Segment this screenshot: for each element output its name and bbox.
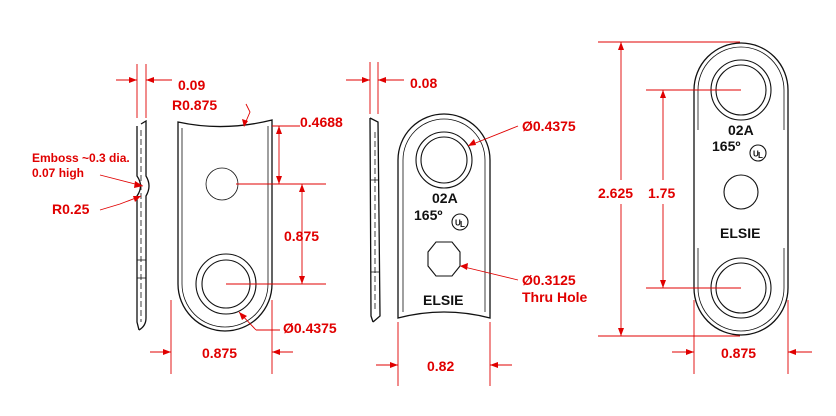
hole-diameter-left-label: Ø0.4375 <box>283 320 337 336</box>
dimension-hole-spacing-left: 0.875 <box>226 184 326 285</box>
notch-depth-label: 0.4688 <box>300 114 343 130</box>
hole-outer <box>415 131 473 189</box>
hole-spacing-left-label: 0.875 <box>284 228 319 244</box>
emboss-radius-callout: R0.25 <box>52 195 142 217</box>
end-radius-label: R0.875 <box>172 97 217 113</box>
thru-hole-text: Thru Hole <box>522 289 588 305</box>
hole-diameter-callout-left: Ø0.4375 <box>238 311 337 336</box>
emboss-note: Emboss ~0.3 dia. 0.07 high <box>32 151 144 188</box>
hole-spacing-right-label: 1.75 <box>648 185 675 201</box>
hole-inner <box>420 136 468 184</box>
marking-code: 02A <box>728 122 754 138</box>
width-middle-label: 0.82 <box>427 358 454 374</box>
dimension-width-left: 0.875 <box>150 300 293 374</box>
thickness-middle-label: 0.08 <box>410 75 437 91</box>
brand-mark: ELSIE <box>423 292 463 308</box>
dimension-overall-length: 2.625 <box>598 41 740 337</box>
hole-diameter-middle-label: Ø0.4375 <box>522 118 576 134</box>
thru-hole-diameter-label: Ø0.3125 <box>522 272 576 288</box>
hole-diameter-callout-middle: Ø0.4375 <box>467 118 576 147</box>
dimension-notch-depth: 0.4688 <box>236 114 343 185</box>
marking-temp: 165º <box>712 138 740 154</box>
emboss-circle <box>205 167 239 201</box>
emboss-note-line2: 0.07 high <box>32 166 84 180</box>
middle-side-profile <box>369 117 381 323</box>
left-side-profile <box>136 119 150 331</box>
right-front-view: 02A 165º ELSIE <box>693 42 789 336</box>
width-left-label: 0.875 <box>202 345 237 361</box>
dimension-thickness-middle: 0.08 <box>346 62 437 114</box>
width-right-label: 0.875 <box>721 345 756 361</box>
emboss-radius-label: R0.25 <box>52 201 90 217</box>
middle-front-view: 02A 165º ELSIE <box>397 113 491 319</box>
dimension-hole-spacing-right: 1.75 <box>646 89 741 289</box>
dimension-width-right: 0.875 <box>672 300 812 374</box>
emboss-note-line1: Emboss ~0.3 dia. <box>32 151 130 165</box>
marking-temp: 165º <box>414 207 442 223</box>
center-hole <box>723 174 759 210</box>
left-front-view <box>177 119 273 332</box>
dimension-thickness-left: 0.09 <box>116 64 205 118</box>
dimension-width-middle: 0.82 <box>376 322 512 386</box>
overall-length-label: 2.625 <box>598 185 633 201</box>
ul-logo-icon <box>749 144 767 162</box>
end-radius-callout: R0.875 <box>172 97 251 127</box>
thickness-label: 0.09 <box>178 77 205 93</box>
ul-logo-icon <box>451 213 469 231</box>
marking-code: 02A <box>432 190 458 206</box>
thru-hole <box>427 241 461 277</box>
brand-mark: ELSIE <box>720 225 760 241</box>
thru-hole-callout: Ø0.3125 Thru Hole <box>459 263 588 305</box>
